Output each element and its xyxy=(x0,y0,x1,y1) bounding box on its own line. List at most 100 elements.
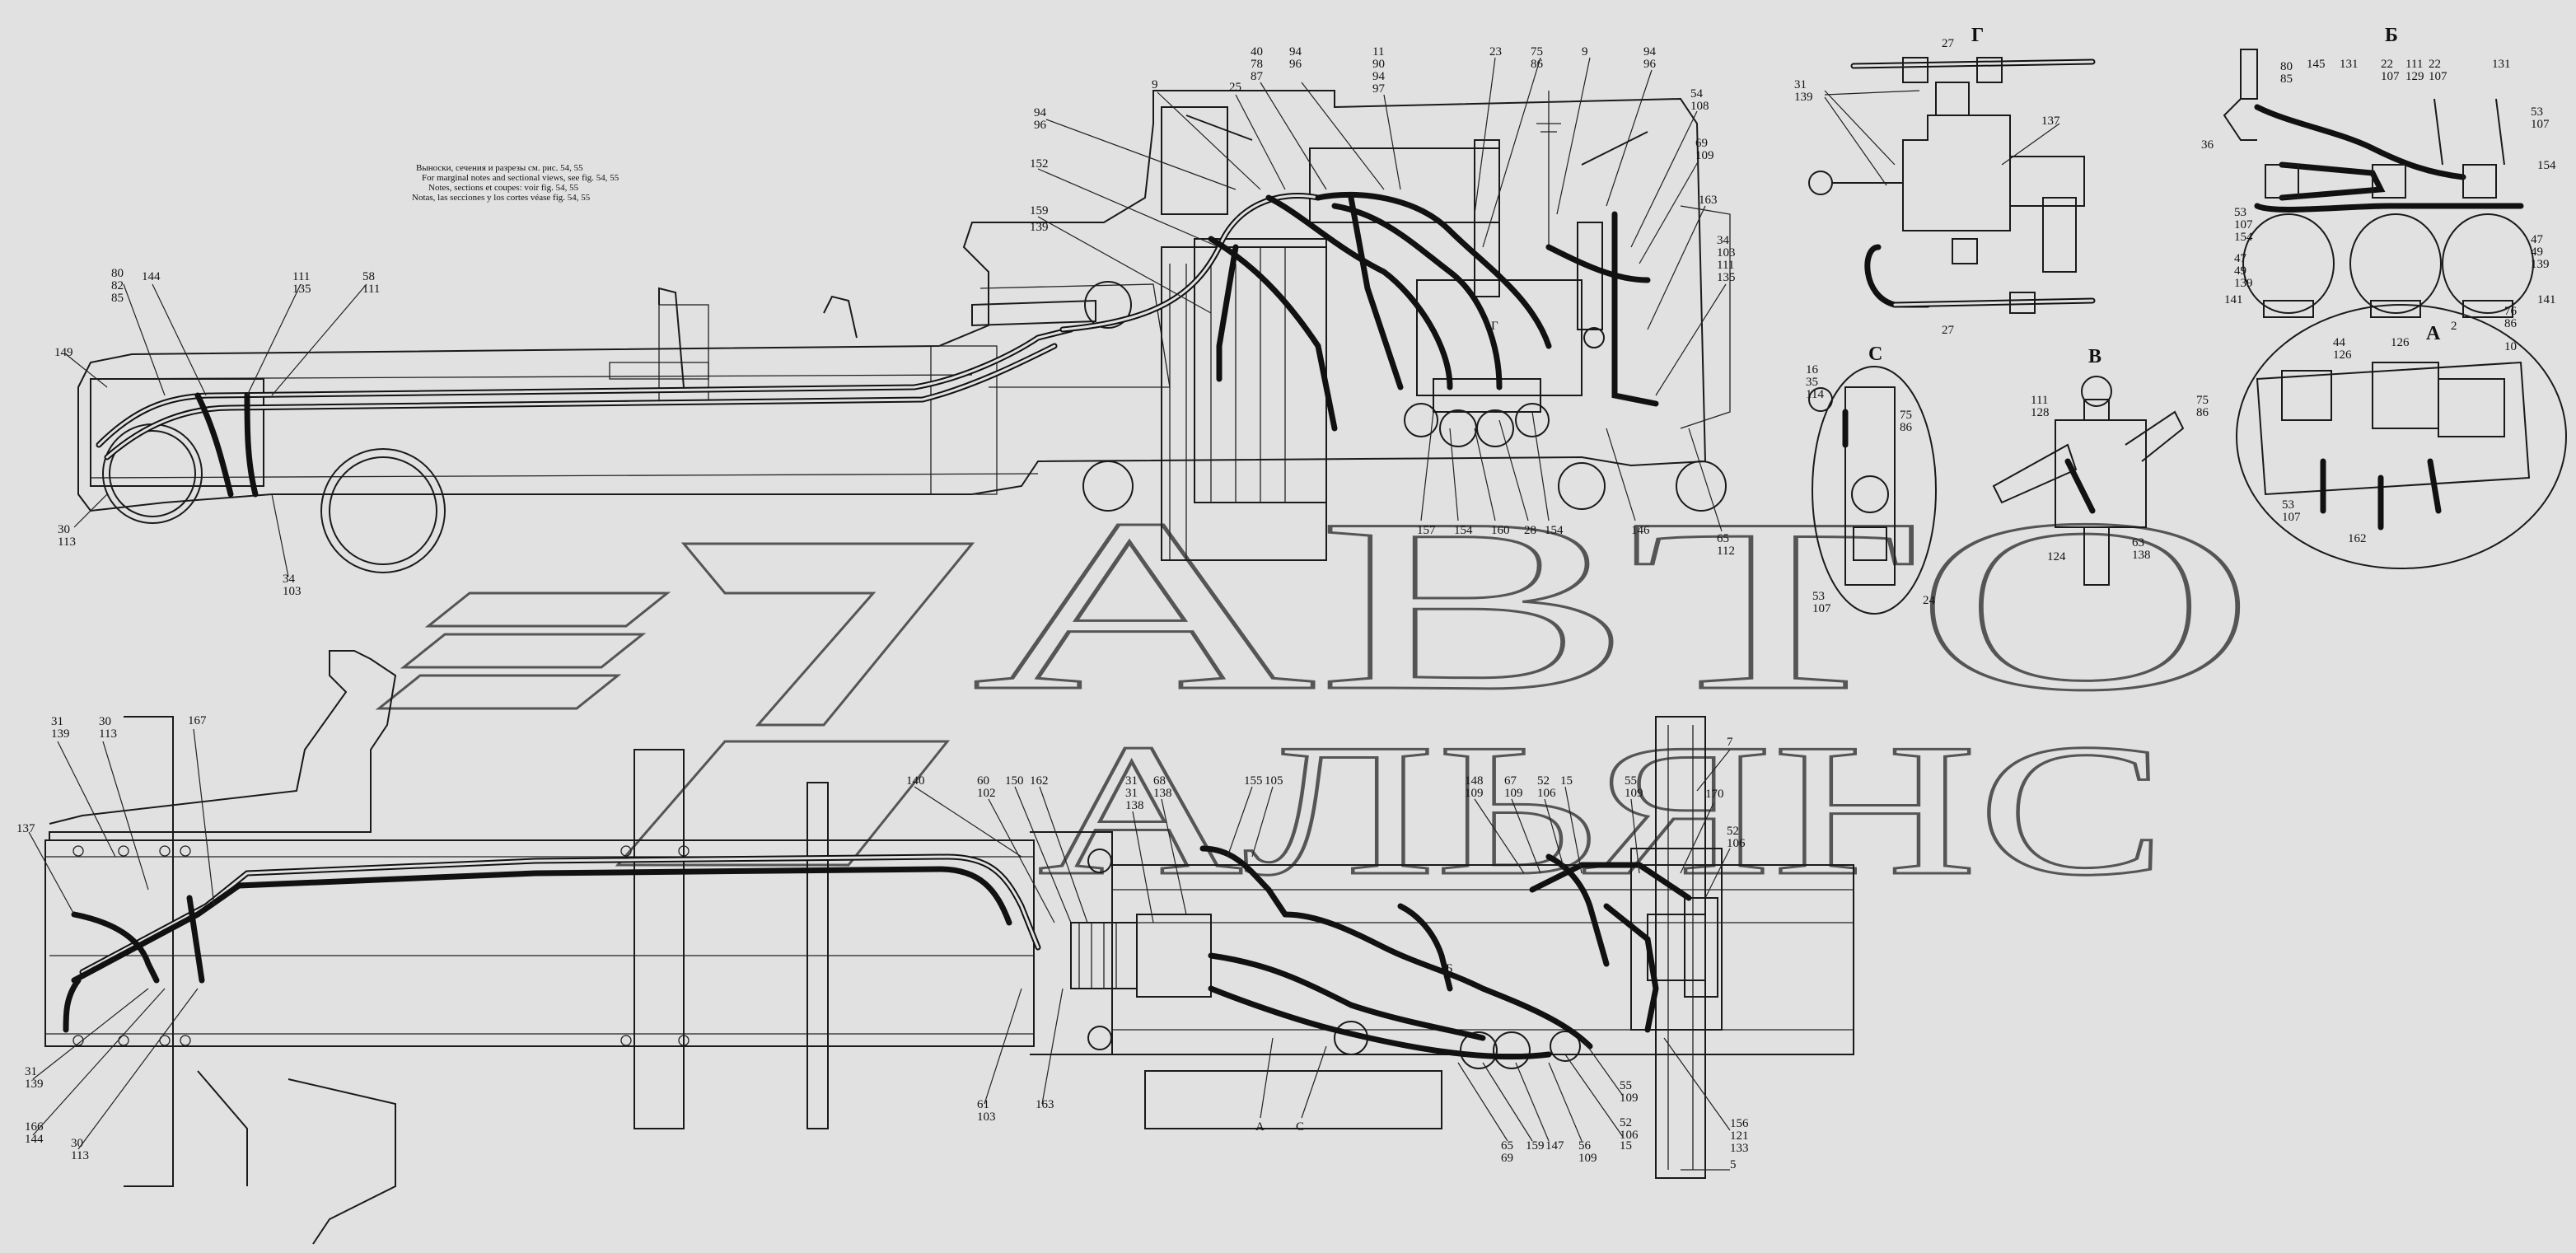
detail-V-callout: 86 xyxy=(2196,406,2209,419)
detail-V-callout: 128 xyxy=(2031,406,2050,419)
detail-Bcyr-callout: 154 xyxy=(2537,159,2556,172)
detail-A-callout: 107 xyxy=(2282,511,2301,524)
plan-view xyxy=(44,650,1854,1245)
leader-line xyxy=(1544,798,1566,874)
top-labels-callout: 109 xyxy=(1695,149,1714,162)
top-labels-callout: 96 xyxy=(1643,58,1657,71)
bottom-labels-callout: 137 xyxy=(16,822,35,835)
detail-V-callout: 138 xyxy=(2132,549,2151,562)
leader-line xyxy=(1014,786,1072,923)
top-labels-callout: 146 xyxy=(1631,524,1650,537)
leader-line xyxy=(1457,1062,1508,1142)
detail-Bcyr-callout: 107 xyxy=(2234,218,2253,231)
bottom-labels-callout: 170 xyxy=(1705,788,1724,801)
detail-Bcyr-callout: 131 xyxy=(2492,58,2511,71)
detail-Bcyr-callout: 139 xyxy=(2531,258,2550,271)
top-labels-callout: 112 xyxy=(1717,545,1735,558)
detail-G-callout: 139 xyxy=(1794,91,1813,104)
top-labels-callout: 85 xyxy=(111,292,124,305)
detail-C-callout: 75 xyxy=(1900,409,1912,422)
detail-Bcyr-callout: 22 xyxy=(2429,58,2441,71)
detail-Bcyr-callout: 107 xyxy=(2429,70,2447,83)
top-labels-callout: 28 xyxy=(1524,524,1536,537)
watermark: АВТО АЛЬЯНС xyxy=(375,467,2259,916)
detail-Bcyr-callout: 80 xyxy=(2280,60,2293,73)
leader-line xyxy=(246,283,302,396)
leader-line xyxy=(1041,988,1064,1105)
bottom-labels-callout: 139 xyxy=(25,1078,44,1091)
top-labels-callout: 69 xyxy=(1695,137,1708,150)
bottom-labels-callout: 61 xyxy=(977,1098,989,1111)
detail-G-callout: 27 xyxy=(1942,324,1955,337)
detail-Bcyr-callout: 139 xyxy=(2234,277,2253,290)
bottom-labels-callout: 55 xyxy=(1625,774,1637,788)
detail-A-callout: 126 xyxy=(2333,348,2352,362)
bottom-labels-callout: 138 xyxy=(1153,787,1172,800)
leader-line xyxy=(1132,811,1154,923)
leader-line xyxy=(1039,786,1088,923)
top-labels-callout: 86 xyxy=(1531,58,1544,71)
bottom-labels-callout: 109 xyxy=(1578,1152,1597,1165)
bottom-labels-callout: 105 xyxy=(1265,774,1283,788)
leader-line xyxy=(1482,1062,1533,1142)
leader-line xyxy=(1564,1054,1624,1138)
leader-line xyxy=(1260,82,1327,190)
leader-line xyxy=(1647,205,1706,330)
top-labels-callout: 30 xyxy=(58,523,70,536)
note-en: For marginal notes and sectional views, … xyxy=(422,173,619,183)
leader-line xyxy=(914,786,1022,858)
bottom-labels-callout: 109 xyxy=(1620,1092,1639,1105)
watermark-emblem xyxy=(375,542,975,867)
leader-line xyxy=(65,353,108,388)
detail-Bcyr-callout: 86 xyxy=(2504,317,2518,330)
top-labels-callout: 80 xyxy=(111,267,124,280)
bottom-labels-callout: 30 xyxy=(71,1137,83,1150)
leader-line xyxy=(1581,1037,1624,1096)
detail-A-callout: 10 xyxy=(2504,340,2517,353)
detail-Bcyr-callout: 107 xyxy=(2381,70,2400,83)
leader-line xyxy=(102,741,149,891)
bottom-labels-callout: 60 xyxy=(977,774,989,788)
top-labels-callout: 9 xyxy=(1152,78,1158,91)
top-labels-callout: 139 xyxy=(1030,221,1049,234)
detail-Bcyr-callout: 47 xyxy=(2531,233,2544,246)
top-labels-callout: 144 xyxy=(142,270,161,283)
leader-line xyxy=(1420,411,1434,521)
leader-line xyxy=(1449,428,1459,521)
bottom-labels-callout: 15 xyxy=(1620,1139,1632,1152)
detail-view-v xyxy=(1992,376,2185,586)
leader-line xyxy=(1482,57,1541,248)
top-labels-callout: 111 xyxy=(362,283,380,296)
bottom-labels-callout: 121 xyxy=(1730,1129,1749,1143)
top-labels-callout: 23 xyxy=(1489,45,1502,58)
leader-line xyxy=(1474,428,1496,521)
top-labels-callout: 108 xyxy=(1690,100,1709,113)
bottom-labels-callout: 30 xyxy=(99,715,111,728)
top-labels-callout: 163 xyxy=(1699,194,1718,207)
top-labels-callout: 157 xyxy=(1417,524,1436,537)
detail-view-b-cyr xyxy=(2223,49,2534,318)
top-labels-callout: 54 xyxy=(1690,87,1704,101)
bottom-labels-callout: 67 xyxy=(1504,774,1517,788)
leader-line xyxy=(32,988,166,1136)
bottom-labels-callout: 159 xyxy=(1526,1139,1545,1152)
top-labels-callout: 58 xyxy=(362,270,375,283)
leader-line xyxy=(1515,1062,1550,1142)
top-labels-callout: 103 xyxy=(283,585,302,598)
top-labels-callout: 135 xyxy=(292,283,311,296)
bottom-labels-callout: 163 xyxy=(1036,1098,1054,1111)
bottom-labels-callout: 140 xyxy=(906,774,925,788)
top-labels-callout: 152 xyxy=(1030,157,1049,171)
detail-view-g xyxy=(1808,57,2096,314)
detail-C-callout: 35 xyxy=(1806,376,1818,389)
top-labels-callout: 154 xyxy=(1454,524,1473,537)
bottom-labels-callout: 7 xyxy=(1727,736,1733,749)
view-label-c: С xyxy=(1868,344,1882,365)
detail-V-callout: 75 xyxy=(2196,394,2209,407)
top-labels-callout: 87 xyxy=(1251,70,1264,83)
view-label-b: Б xyxy=(2385,25,2398,46)
leader-line xyxy=(28,831,75,915)
detail-Bcyr-callout: 49 xyxy=(2531,245,2543,259)
